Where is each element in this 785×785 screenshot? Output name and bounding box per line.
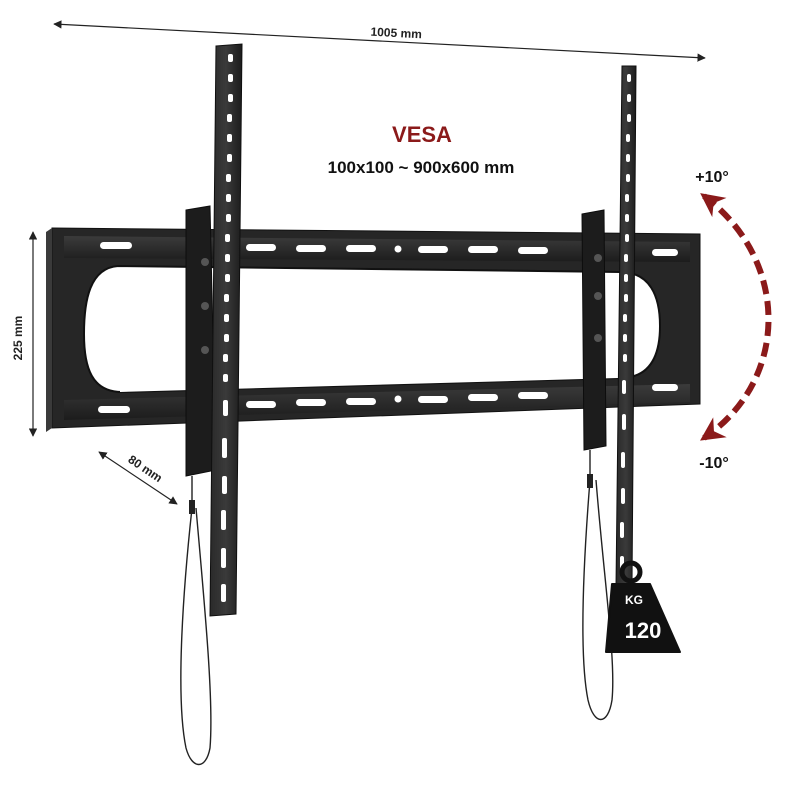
left-arm-holes [221,54,233,602]
weight-handle [619,560,643,584]
top-rail-slots [100,242,678,256]
tilt-indicator: +10° -10° [695,169,772,472]
tilt-up-label: +10° [695,169,729,186]
bottom-rail-slots [98,384,678,413]
vesa-range: 100x100 ~ 900x600 mm [328,158,515,177]
width-label: 1005 mm [370,25,422,42]
right-pull-cord[interactable] [582,450,614,720]
vesa-info: VESA 100x100 ~ 900x600 mm [328,122,515,177]
weight-icon: KG 120 [605,560,681,653]
tilt-arrow-icon [700,193,772,441]
width-dimension: 1005 mm [53,20,706,62]
left-pull-cord[interactable] [180,476,212,766]
wall-plate-edge [46,228,52,432]
right-arm-holes [620,74,631,570]
depth-label: 80 mm [126,452,165,485]
wall-plate-opening [120,268,618,392]
right-hinge [581,209,607,451]
left-bracket [180,43,243,766]
weight-value: 120 [625,618,662,643]
width-dimension-line [53,20,706,62]
weight-body [605,583,681,653]
tilt-down-label: -10° [699,455,729,472]
depth-dimension-line [98,451,178,505]
height-label: 225 mm [11,316,25,361]
depth-dimension: 80 mm [98,451,178,505]
height-dimension: 225 mm [11,231,38,437]
left-vertical-arm [209,43,243,617]
right-vertical-arm [615,65,637,587]
weight-unit: KG [625,593,643,607]
vesa-title: VESA [392,122,452,147]
right-bracket [581,65,637,720]
